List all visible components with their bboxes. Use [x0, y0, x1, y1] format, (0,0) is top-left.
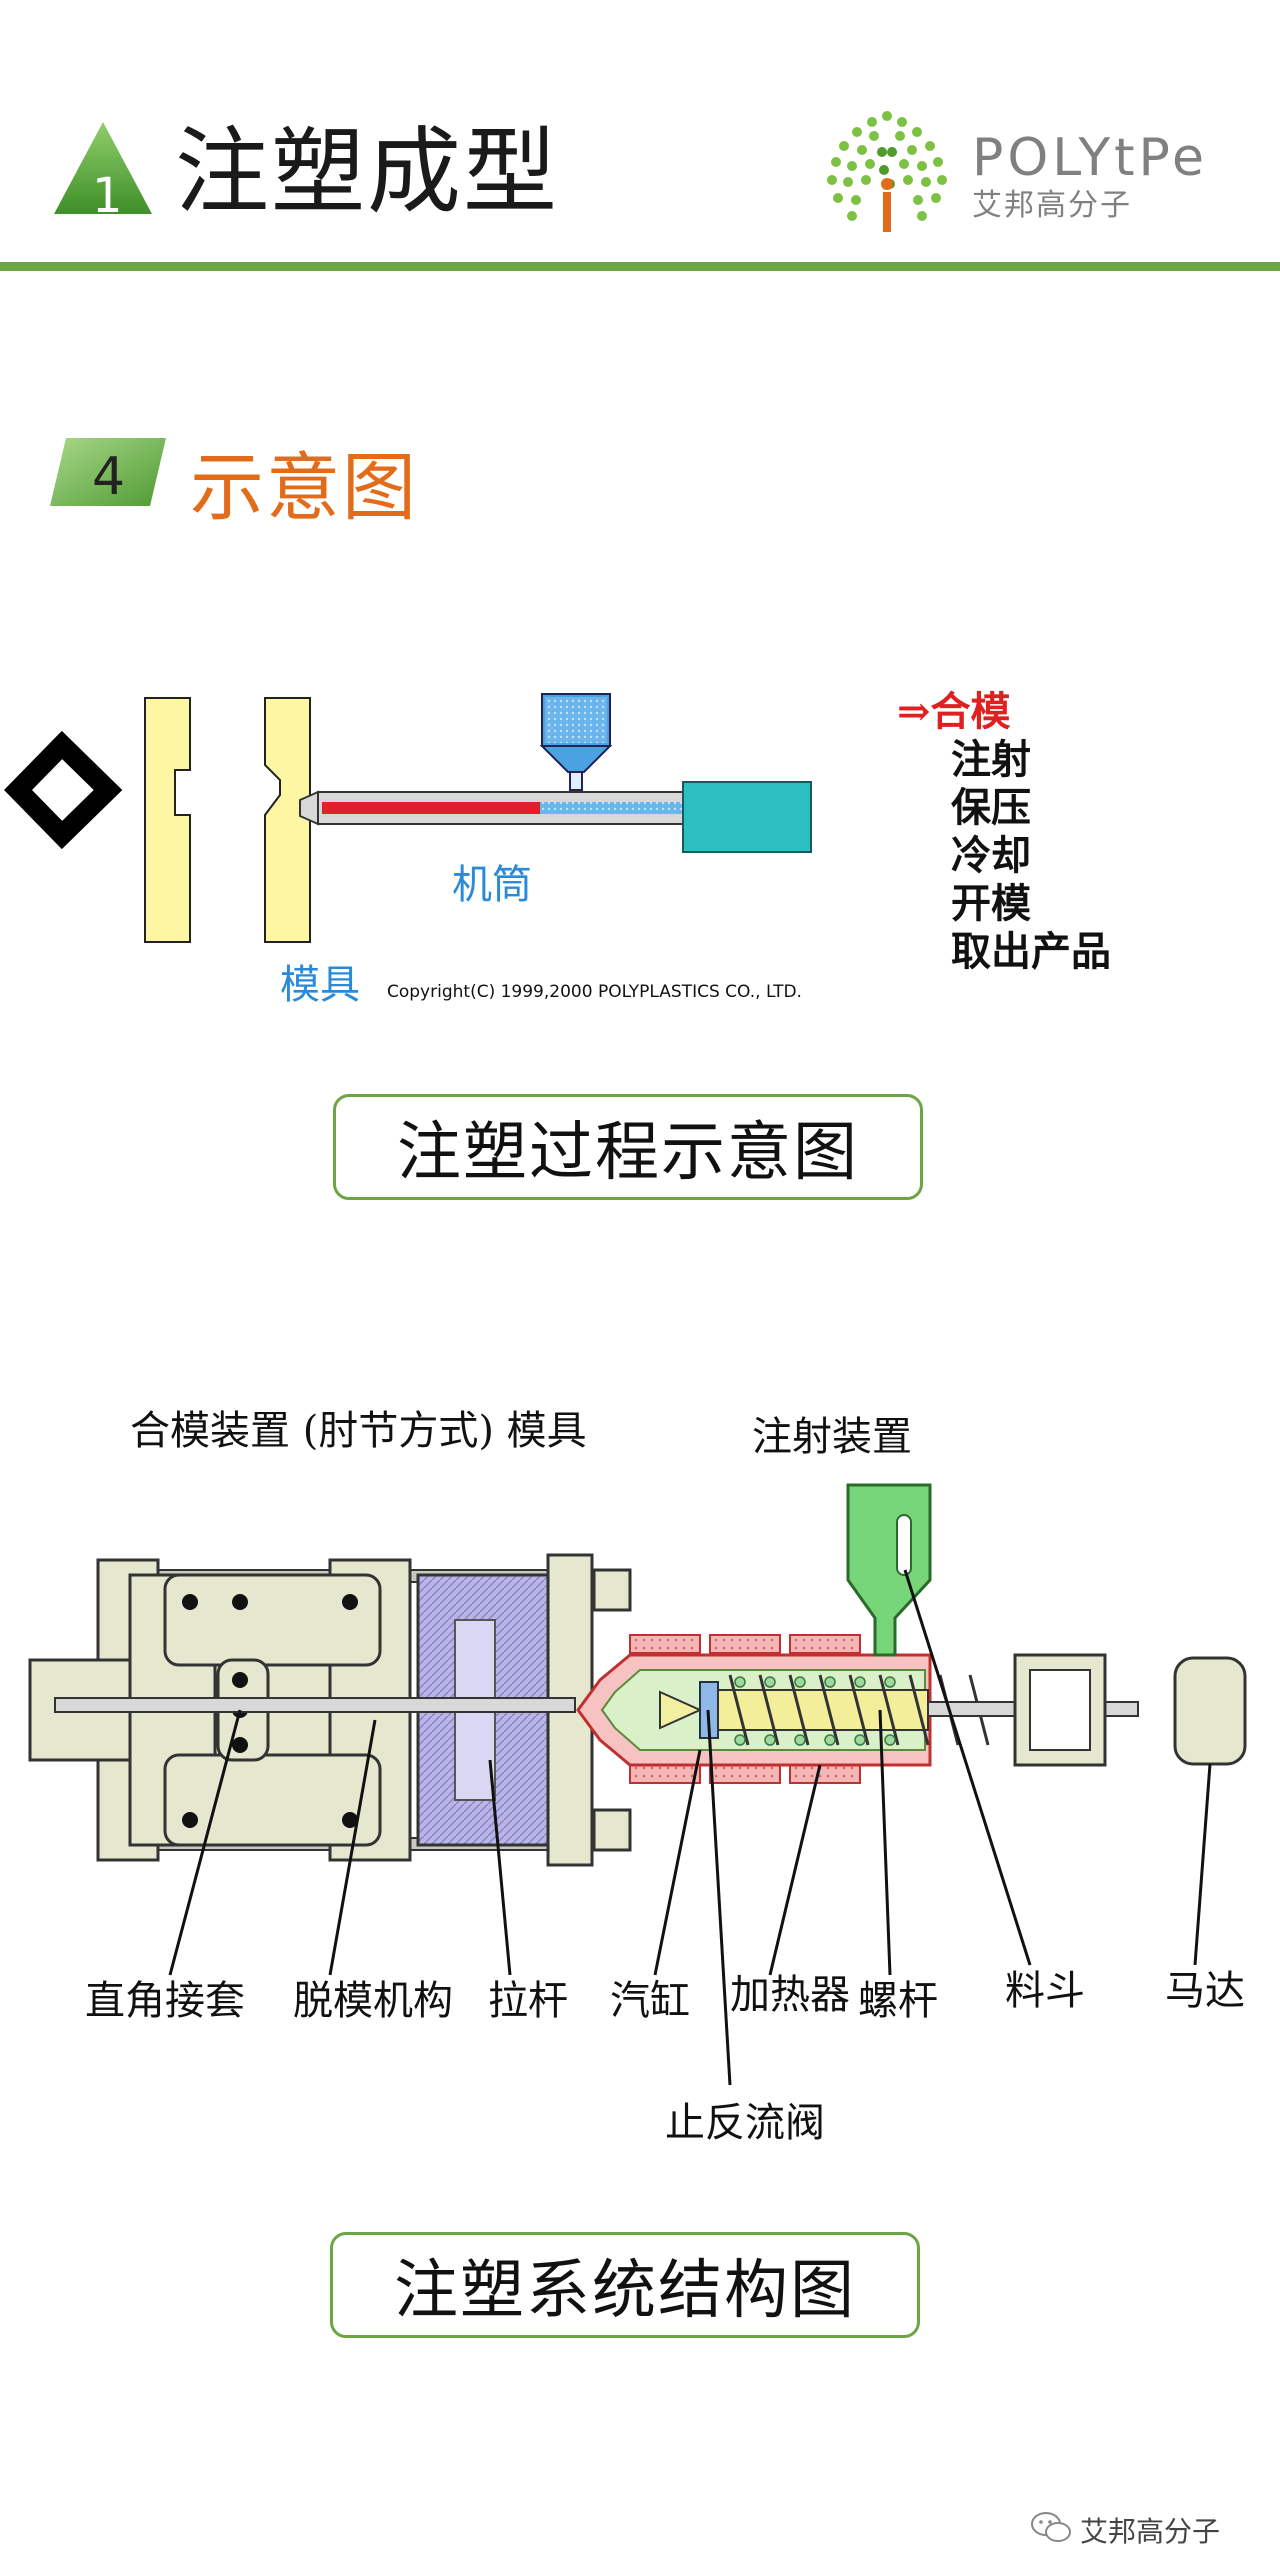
- label-check-valve: 止反流阀: [665, 2100, 825, 2146]
- section-title: 示意图: [190, 445, 418, 531]
- drive-unit-shape: [682, 781, 812, 853]
- injection-process-diagram: [4, 693, 812, 943]
- label-tie-bar: 拉杆: [488, 1978, 568, 2024]
- copyright-text: Copyright(C) 1999,2000 POLYPLASTICS CO.,…: [387, 982, 802, 1002]
- clamping-unit-label: 合模装置 (肘节方式) 模具: [130, 1408, 587, 1454]
- step-item: 注射: [951, 736, 1031, 783]
- label-screw: 螺杆: [858, 1978, 938, 2024]
- barrel-label: 机筒: [452, 862, 532, 908]
- header-section-number: 1: [92, 168, 123, 224]
- footer-source: 艾邦高分子: [1080, 2515, 1221, 2548]
- section-number: 4: [92, 447, 126, 507]
- injection-unit-label: 注射装置: [752, 1414, 912, 1460]
- barrel-shape: [299, 790, 684, 826]
- mold-label: 模具: [280, 962, 360, 1008]
- label-cylinder: 汽缸: [610, 1978, 690, 2024]
- step-item-active: ⇒合模: [897, 688, 1011, 735]
- brand-name-cn: 艾邦高分子: [972, 188, 1132, 223]
- page-title: 注塑成型: [175, 118, 560, 227]
- caption-structure: 注塑系统结构图: [330, 2232, 920, 2338]
- label-heater: 加热器: [730, 1972, 850, 2018]
- header-triangle-icon: [54, 122, 152, 214]
- step-item: 取出产品: [951, 928, 1111, 975]
- brand-name-en: POLYtPe: [972, 128, 1208, 188]
- wechat-icon: [1031, 2512, 1071, 2542]
- step-item: 冷却: [951, 832, 1031, 879]
- process-step-list: ⇒合模 注射 保压 冷却 开模 取出产品: [897, 688, 1111, 976]
- label-hopper: 料斗: [1005, 1968, 1085, 2014]
- caption-process: 注塑过程示意图: [333, 1094, 923, 1200]
- brand-logo-icon: [827, 111, 947, 232]
- label-toggle-sleeve: 直角接套: [85, 1978, 245, 2024]
- hopper-shape: [539, 693, 613, 791]
- header-divider: [0, 262, 1280, 271]
- section-badge-icon: [50, 438, 166, 506]
- step-item: 保压: [951, 784, 1031, 831]
- label-ejector: 脱模机构: [293, 1978, 453, 2024]
- label-motor: 马达: [1165, 1968, 1245, 2014]
- step-item: 开模: [951, 880, 1031, 927]
- system-structure-diagram: [28, 1483, 1247, 2086]
- clamp-link-shape: [4, 730, 123, 850]
